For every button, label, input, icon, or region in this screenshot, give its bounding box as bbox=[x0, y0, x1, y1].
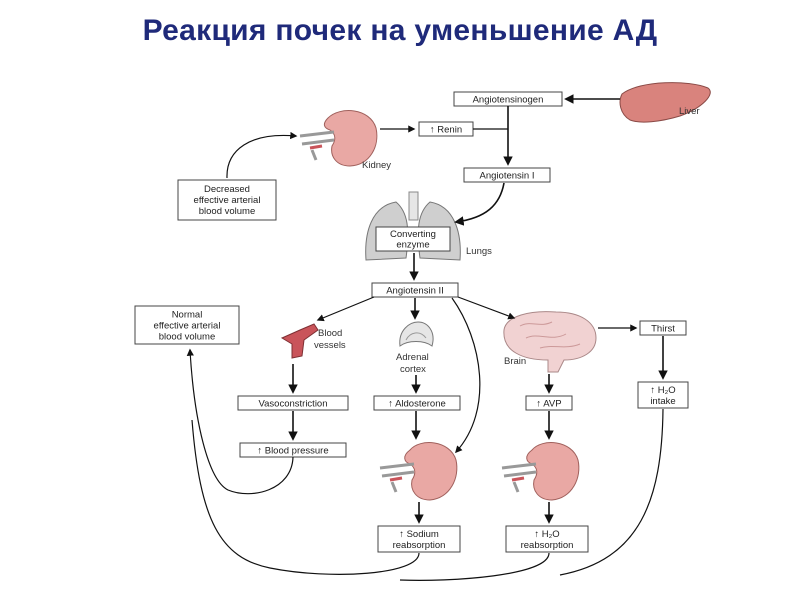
svg-text:blood volume: blood volume bbox=[199, 206, 256, 217]
renin-box: ↑ Renin bbox=[418, 121, 474, 137]
arrow-decreased-to-kidney bbox=[226, 131, 298, 179]
blood-vessel-icon bbox=[280, 323, 319, 359]
h2o-intake-box: ↑ H₂O intake bbox=[637, 381, 689, 409]
adrenal-label-1: Adrenal bbox=[396, 352, 429, 363]
lungs-label: Lungs bbox=[466, 246, 492, 257]
avp-box: ↑ AVP bbox=[525, 395, 573, 411]
arrow-angiotensin2-to-brain bbox=[457, 296, 516, 320]
svg-text:Angiotensin I: Angiotensin I bbox=[480, 171, 535, 182]
decreased-volume-box: Decreased effective arterial blood volum… bbox=[177, 179, 277, 221]
arrow-angiotensin2-to-vessels bbox=[316, 296, 375, 322]
flow-arrows bbox=[186, 94, 668, 581]
slide-title: Реакция почек на уменьшение АД bbox=[142, 14, 658, 47]
vasoconstriction-box: Vasoconstriction bbox=[237, 395, 349, 411]
kidney-icon-top bbox=[299, 110, 378, 167]
arrow-h2o-reabs-join bbox=[399, 552, 550, 581]
h2o-reabsorption-box: ↑ H₂O reabsorption bbox=[505, 525, 589, 553]
svg-text:Thirst: Thirst bbox=[651, 324, 675, 335]
arrow-intake-join bbox=[559, 408, 664, 576]
adrenal-gland-icon bbox=[399, 321, 434, 347]
blood-vessels-label-2: vessels bbox=[314, 340, 346, 351]
svg-text:reabsorption: reabsorption bbox=[521, 540, 574, 551]
svg-text:↑ AVP: ↑ AVP bbox=[536, 399, 561, 410]
kidney-label: Kidney bbox=[362, 160, 391, 171]
liver-label: Liver bbox=[679, 106, 700, 117]
svg-text:intake: intake bbox=[650, 396, 675, 407]
svg-text:↑ Aldosterone: ↑ Aldosterone bbox=[388, 399, 446, 410]
svg-text:↑ H₂O: ↑ H₂O bbox=[534, 529, 559, 540]
brain-icon bbox=[503, 311, 597, 373]
blood-pressure-box: ↑ Blood pressure bbox=[239, 442, 347, 458]
svg-text:↑ Blood pressure: ↑ Blood pressure bbox=[257, 446, 328, 457]
angiotensinogen-box: Angiotensinogen bbox=[453, 91, 563, 107]
blood-vessels-label-1: Blood bbox=[318, 328, 342, 339]
svg-text:Converting: Converting bbox=[390, 229, 436, 240]
svg-text:Decreased: Decreased bbox=[204, 184, 250, 195]
converting-enzyme-box: Converting enzyme bbox=[375, 226, 451, 252]
arrow-sodium-to-normal bbox=[191, 419, 420, 575]
svg-text:Angiotensin II: Angiotensin II bbox=[386, 286, 444, 297]
angiotensin-2-box: Angiotensin II bbox=[371, 282, 459, 298]
liver-icon bbox=[619, 82, 711, 123]
arrow-angiotensin2-to-kidney bbox=[451, 297, 481, 454]
svg-text:↑ Sodium: ↑ Sodium bbox=[399, 529, 439, 540]
arrow-bp-to-normal bbox=[186, 348, 294, 495]
angiotensin-1-box: Angiotensin I bbox=[463, 167, 551, 183]
svg-text:blood volume: blood volume bbox=[159, 332, 216, 343]
svg-text:effective arterial: effective arterial bbox=[154, 321, 221, 332]
brain-label: Brain bbox=[504, 356, 526, 367]
svg-text:reabsorption: reabsorption bbox=[393, 540, 446, 551]
kidney-icon-sodium bbox=[379, 442, 458, 501]
arrow-angiotensin1-to-lungs bbox=[454, 182, 505, 226]
svg-text:↑ Renin: ↑ Renin bbox=[430, 125, 462, 136]
adrenal-label-2: cortex bbox=[400, 364, 426, 375]
kidney-icon-h2o bbox=[501, 442, 580, 501]
sodium-reabsorption-box: ↑ Sodium reabsorption bbox=[377, 525, 461, 553]
svg-text:enzyme: enzyme bbox=[396, 240, 429, 251]
svg-text:Angiotensinogen: Angiotensinogen bbox=[473, 95, 544, 106]
svg-text:effective arterial: effective arterial bbox=[194, 195, 261, 206]
svg-text:Vasoconstriction: Vasoconstriction bbox=[259, 399, 328, 410]
aldosterone-box: ↑ Aldosterone bbox=[373, 395, 461, 411]
normal-volume-box: Normal effective arterial blood volume bbox=[134, 305, 240, 345]
thirst-box: Thirst bbox=[639, 320, 687, 336]
svg-text:Normal: Normal bbox=[172, 310, 203, 321]
svg-text:↑ H₂O: ↑ H₂O bbox=[650, 385, 675, 396]
